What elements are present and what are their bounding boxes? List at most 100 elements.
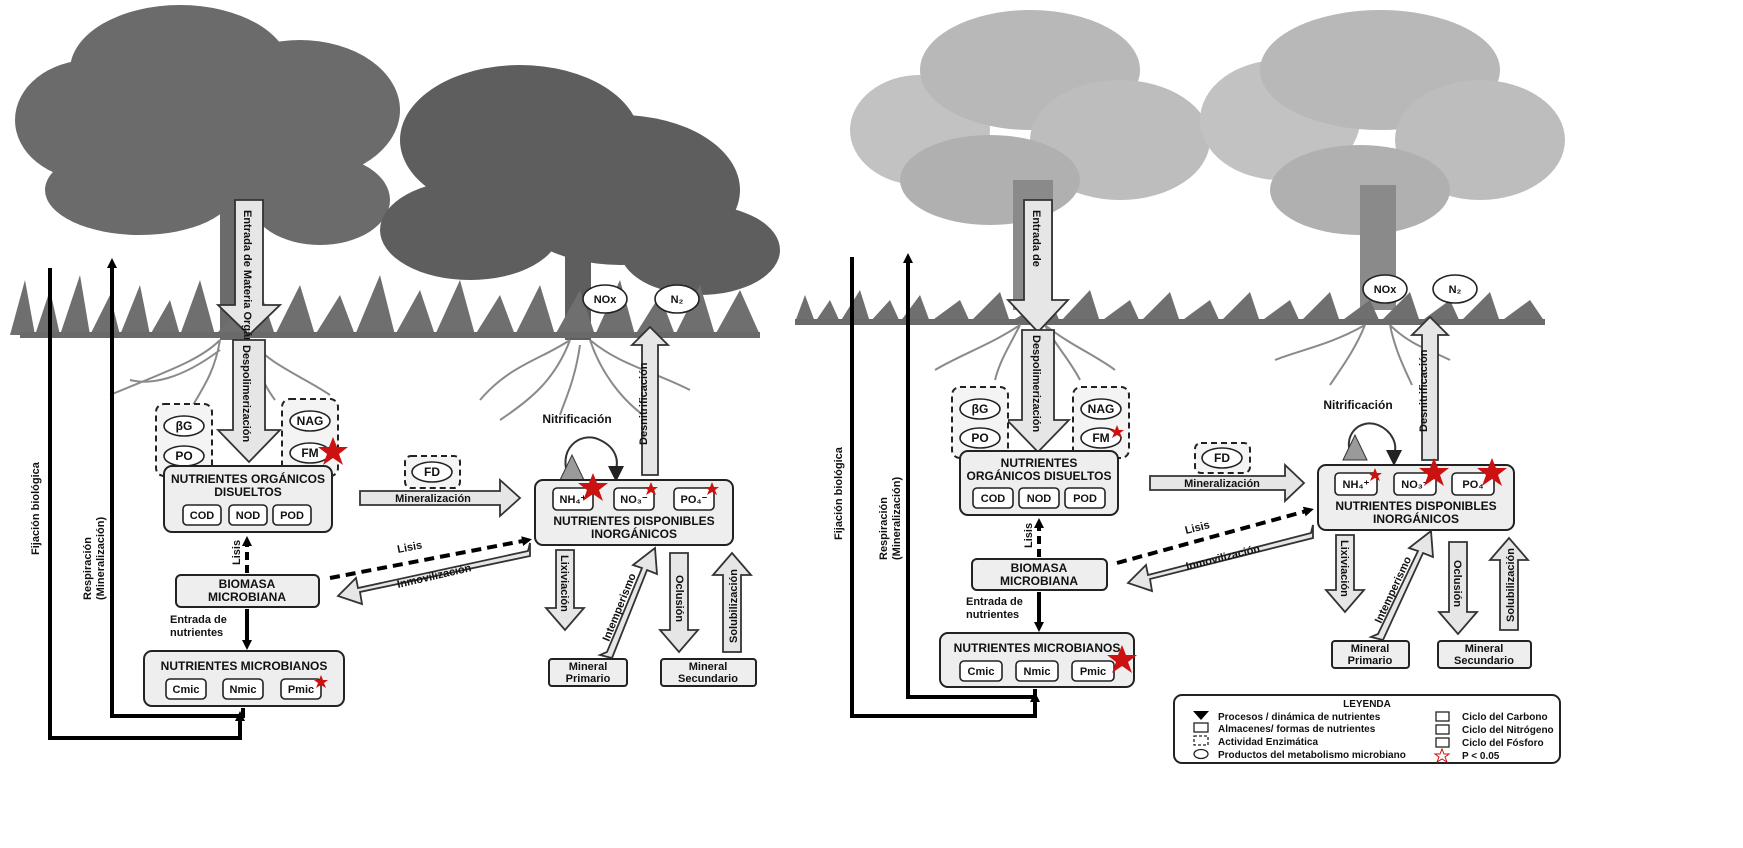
left-nitrificacion: Nitrificación [542,412,624,482]
left-oclusion-label: Oclusión [673,575,685,622]
left-oclusion-arrow: Oclusión [658,552,700,654]
legend-item-carbono: Ciclo del Carbono [1462,712,1548,723]
ellipse-icon [1193,748,1209,760]
legend-item-nitrogeno: Ciclo del Nitrógeno [1462,725,1554,736]
right-oclusion-label: Oclusión [1451,560,1463,607]
right-gas-nox: NOx [1374,284,1398,296]
left-no3: NO₃⁻ [620,494,648,506]
right-lisis-vertical-label: Lisis [1023,523,1035,548]
left-nutrientes-microbianos-title: NUTRIENTES MICROBIANOS [161,659,328,673]
right-fd-label: FD [1214,451,1230,465]
right-inmovilizacion-arrow: Inmovilización [1126,524,1314,593]
left-entrada-label: Entrada de Materia Orgánica [241,210,253,360]
left-nitrificacion-label: Nitrificación [542,412,611,426]
square-icon [1193,722,1209,733]
left-tree-medium [380,65,780,340]
right-no3: NO₃⁻ [1401,479,1429,491]
left-desnitrificacion-arrow: Desnitrificación [629,325,671,476]
right-cod: COD [981,493,1006,505]
right-pmic: Pmic [1080,666,1106,678]
left-enzyme-nag: NAG [297,414,324,428]
left-inmovilizacion-arrow: Inmovilización [336,542,531,606]
star-icon [1477,458,1507,486]
left-respiracion-label: Respiración(Mineralización) [82,517,107,600]
legend-title: LEYENDA [1343,699,1391,710]
left-tree-dark [15,5,400,340]
left-grass [10,275,760,335]
star-icon [1368,468,1382,481]
left-entrada-arrow: Entrada de Materia Orgánica [215,199,283,360]
left-roots [109,339,691,421]
right-nutrientes-microbianos-box: NUTRIENTES MICROBIANOS Cmic Nmic Pmic [939,632,1137,688]
right-roots [934,324,1451,386]
right-cmic: Cmic [968,666,995,678]
left-lixiviacion-arrow: Lixiviación [544,549,586,632]
right-nutrientes-microbianos-title: NUTRIENTES MICROBIANOS [954,641,1121,655]
right-mineralizacion-arrow: Mineralización [1149,462,1306,504]
left-panel: Entrada de Materia Orgánica Despolimeriz… [10,5,780,740]
right-lixiviacion-arrow: Lixiviación [1324,534,1366,614]
right-despolimerizacion-label: Despolimerización [1030,335,1042,432]
left-despolimerizacion-label: Despolimerización [240,345,252,442]
star-icon [1107,645,1137,673]
star-icon [644,482,658,495]
right-oclusion-arrow: Oclusión [1437,541,1479,636]
right-nmic: Nmic [1024,666,1051,678]
left-lisis-diagonal-label: Lisis [396,539,423,556]
right-nh4: NH₄⁺ [1343,479,1370,491]
nitrogen-square-icon [1435,724,1450,735]
left-inmovilizacion-label: Inmovilización [396,562,473,591]
star-icon [1419,458,1449,486]
left-enzyme-fm: FM [301,446,318,460]
star-icon [318,437,348,465]
star-outline-icon [1433,747,1451,764]
left-enzyme-po: PO [175,449,192,463]
right-nitrificacion: Nitrificación [1323,398,1402,466]
legend-item-fosforo: Ciclo del Fósforo [1462,738,1544,749]
legend-item-procesos: Procesos / dinámica de nutrientes [1218,712,1381,723]
right-nod: NOD [1027,493,1052,505]
left-pmic: Pmic [288,684,314,696]
right-enzyme-po: PO [971,431,988,445]
right-enzyme-nag: NAG [1088,402,1115,416]
left-nutrientes-microbianos-box: NUTRIENTES MICROBIANOS Cmic Nmic Pmic [143,650,345,707]
star-icon [1110,425,1124,438]
left-cmic: Cmic [173,684,200,696]
right-intemperismo-arrow: Intemperismo [1368,529,1435,642]
right-enzymes-carbon: βG PO [951,386,1009,459]
right-entrada-arrow: Entrada de [1005,199,1071,334]
left-fd-label: FD [424,465,440,479]
left-gas-nox: NOx [594,294,618,306]
right-tree-2 [1200,10,1565,310]
legend-item-pvalue: P < 0.05 [1462,751,1500,762]
left-solubilizacion-arrow: Solubilización [711,551,753,653]
right-gas-n2: N₂ [1449,284,1462,296]
left-gases: NOx N₂ [582,284,700,314]
legend: LEYENDA Procesos / dinámica de nutriente… [1173,694,1561,764]
carbon-square-icon [1435,711,1450,722]
right-nitrificacion-label: Nitrificación [1323,398,1392,412]
left-despolimerizacion-arrow: Despolimerización [215,339,283,464]
legend-item-productos: Productos del metabolismo microbiano [1218,750,1406,761]
left-mineralizacion-label: Mineralización [395,493,471,505]
left-cod: COD [190,510,215,522]
phosphorus-square-icon [1435,737,1450,748]
right-lixiviacion-label: Lixiviación [1338,540,1350,597]
left-nh4: NH₄⁺ [560,494,587,506]
left-enzyme-bg: βG [176,419,193,433]
right-respiracion-label: Respiración(Mineralización) [878,477,903,560]
right-inmovilizacion-label: Inmovilización [1185,543,1262,573]
